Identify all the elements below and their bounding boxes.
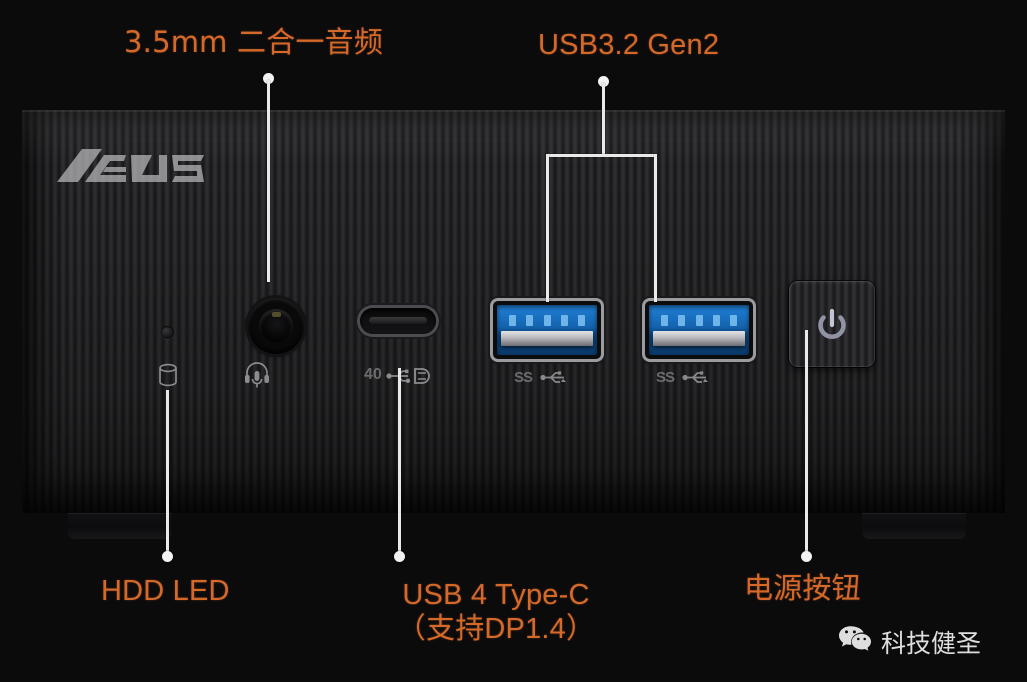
leader-line-audio: [267, 80, 270, 282]
chassis-foot-right: [862, 513, 966, 539]
leader-line-hdd: [166, 390, 169, 558]
usb-port-pins: [661, 315, 737, 326]
leader-dot-power: [801, 551, 812, 562]
watermark: 科技健圣: [838, 624, 981, 660]
leader-bracket-left-usb32: [546, 154, 549, 302]
usb-port-cavity: [649, 305, 749, 355]
usb4-typec-port[interactable]: [360, 308, 436, 334]
leader-line-power: [805, 330, 808, 558]
label-usb4-typec-line2: （支持DP1.4）: [396, 613, 596, 646]
watermark-text: 科技健圣: [881, 629, 982, 658]
label-usb32-gen2: USB3.2 Gen2: [538, 29, 720, 61]
leader-stem-usb32: [602, 83, 605, 156]
audio-combo-jack[interactable]: [248, 298, 304, 354]
hdd-drive-icon: [158, 363, 178, 392]
leader-dot-audio: [263, 73, 274, 84]
label-audio-jack: 3.5mm 二合一音频: [124, 25, 384, 59]
usb-port-tongue: [501, 331, 593, 346]
chassis-foot-left: [68, 513, 172, 539]
usb32-gen2-port-1[interactable]: [493, 301, 601, 359]
hdd-led-indicator: [161, 326, 174, 339]
asus-logo: [56, 145, 206, 191]
superspeed-label-2: SS: [656, 369, 675, 386]
usb-port-cavity: [497, 305, 597, 355]
leader-dot-usb32: [598, 76, 609, 87]
usbc-speed-label: 40: [364, 366, 382, 383]
label-usb4-typec: USB 4 Type-C （支持DP1.4）: [386, 578, 606, 646]
label-usb4-typec-line1: USB 4 Type-C: [402, 579, 590, 611]
power-button[interactable]: [789, 281, 875, 367]
wechat-icon: [838, 625, 872, 659]
leader-bracket-top-usb32: [546, 154, 657, 157]
headset-mic-icon: [242, 359, 272, 394]
usb32-gen2-port-2[interactable]: [645, 301, 753, 359]
leader-dot-usbc: [394, 551, 405, 562]
leader-line-usbc: [398, 368, 401, 558]
label-power-button: 电源按钮: [744, 571, 861, 605]
usb-port-pins: [509, 315, 585, 326]
leader-bracket-right-usb32: [654, 154, 657, 302]
superspeed-label-1: SS: [514, 369, 533, 386]
label-hdd-led: HDD LED: [101, 575, 230, 607]
leader-dot-hdd: [162, 551, 173, 562]
power-icon: [818, 308, 846, 339]
usb-port-tongue: [653, 331, 745, 346]
